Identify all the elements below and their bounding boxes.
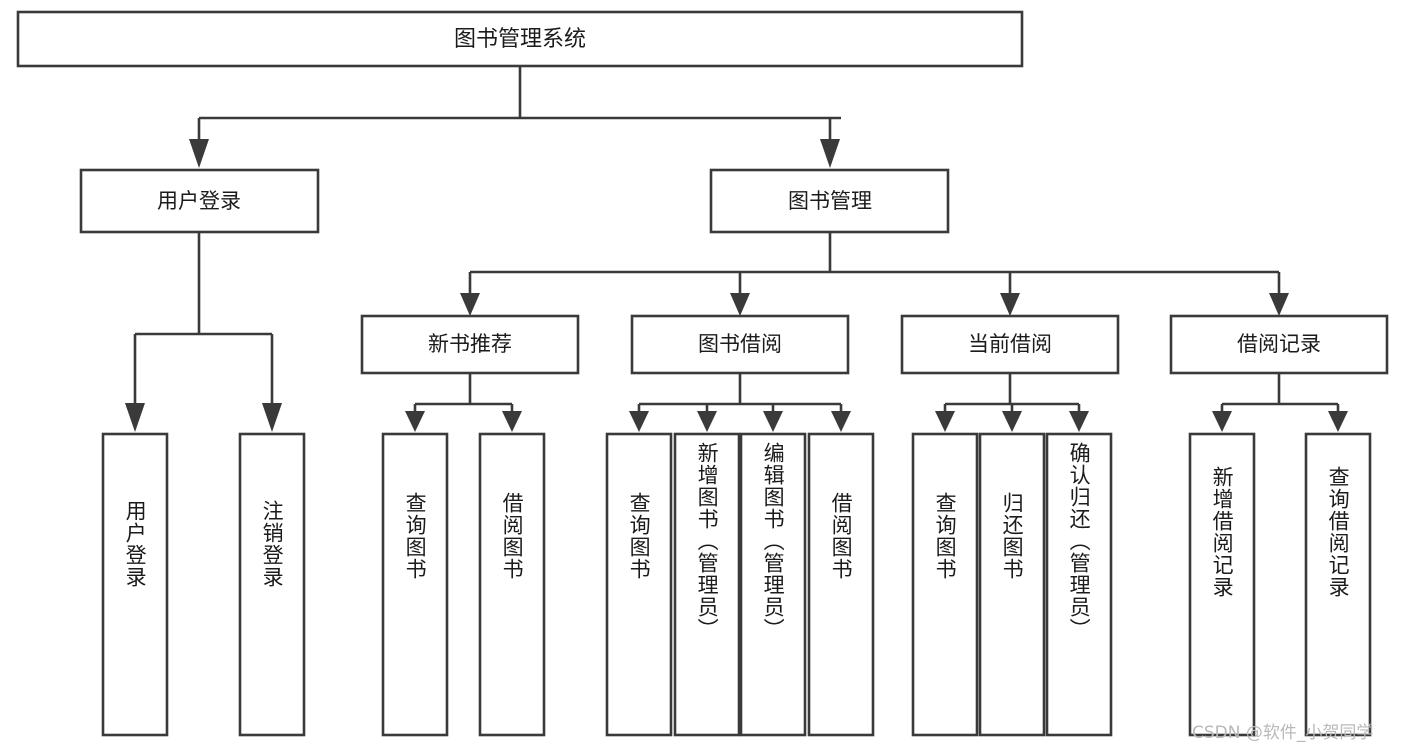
node-book-borrow-label: 图书借阅: [698, 332, 782, 356]
node-borrow-record[interactable]: 借阅记录: [1169, 314, 1389, 375]
arrow-head-bb-leaf-2: [697, 411, 717, 432]
leaf-boxes-new-book-recommend: [381, 432, 546, 737]
arrow-head-ul-leaf-1: [125, 403, 145, 432]
node-new-book-recommend-box[interactable]: [360, 314, 580, 375]
connector-group-new-book: [405, 373, 522, 432]
connector-group-book-mgmt: [460, 232, 1289, 316]
leaf-box-borrow-record-2[interactable]: [1304, 432, 1372, 737]
node-borrow-record-box[interactable]: [1169, 314, 1389, 375]
leaf-boxes-current-borrow: [911, 432, 1113, 737]
node-user-login[interactable]: 用户登录: [79, 168, 320, 234]
node-current-borrow-box[interactable]: [900, 314, 1120, 375]
arrow-head-nb-leaf-1: [405, 411, 425, 432]
leaf-box-current-borrow-2[interactable]: [978, 432, 1046, 737]
arrow-head-new-book: [460, 293, 480, 316]
arrow-head-br-leaf-2: [1328, 411, 1348, 432]
arrow-head-br-leaf-1: [1212, 411, 1232, 432]
leaf-box-user-login-2[interactable]: [238, 432, 306, 737]
arrow-head-borrow-record: [1269, 293, 1289, 316]
node-book-management[interactable]: 图书管理: [709, 168, 950, 234]
arrow-head-user-login: [189, 139, 209, 168]
leaf-box-new-book-2[interactable]: [478, 432, 546, 737]
arrow-head-bb-leaf-4: [831, 411, 851, 432]
leaf-box-borrow-record-1[interactable]: [1188, 432, 1256, 737]
arrow-head-cb-leaf-2: [1002, 411, 1022, 432]
arrow-head-bb-leaf-3: [763, 411, 783, 432]
leaf-box-book-borrow-1[interactable]: [605, 432, 673, 737]
arrow-head-book-borrow: [730, 293, 750, 316]
connector-group-book-borrow: [629, 373, 851, 432]
leaf-boxes-book-borrow: [605, 432, 875, 737]
connector-group-root: [189, 66, 841, 168]
node-root-label: 图书管理系统: [454, 27, 586, 52]
node-user-login-label: 用户登录: [157, 189, 241, 213]
leaf-box-book-borrow-3[interactable]: [739, 432, 807, 737]
leaf-box-current-borrow-1[interactable]: [911, 432, 979, 737]
arrow-head-ul-leaf-2: [262, 403, 282, 432]
node-root[interactable]: 图书管理系统: [16, 10, 1024, 68]
connector-group-current-borrow: [935, 373, 1089, 432]
node-root-box[interactable]: [16, 10, 1024, 68]
arrow-head-cb-leaf-3: [1069, 411, 1089, 432]
leaf-box-current-borrow-3[interactable]: [1045, 432, 1113, 737]
node-user-login-box[interactable]: [79, 168, 320, 234]
node-book-borrow-box[interactable]: [630, 314, 850, 375]
node-current-borrow[interactable]: 当前借阅: [900, 314, 1120, 375]
leaf-boxes-user-login: [101, 432, 306, 737]
arrow-head-nb-leaf-2: [502, 411, 522, 432]
leaf-box-book-borrow-4[interactable]: [807, 432, 875, 737]
node-new-book-recommend-label: 新书推荐: [428, 332, 512, 356]
node-current-borrow-label: 当前借阅: [968, 332, 1052, 356]
leaf-box-book-borrow-2[interactable]: [673, 432, 741, 737]
node-book-management-box[interactable]: [709, 168, 950, 234]
arrow-head-book-mgmt: [820, 139, 840, 168]
arrow-head-cb-leaf-1: [935, 411, 955, 432]
node-book-management-label: 图书管理: [788, 189, 872, 213]
arrow-head-bb-leaf-1: [629, 411, 649, 432]
connector-group-borrow-record: [1212, 373, 1348, 432]
connector-group-user-login: [125, 232, 282, 432]
leaf-boxes-borrow-record: [1188, 432, 1372, 737]
node-borrow-record-label: 借阅记录: [1237, 332, 1321, 356]
leaf-box-user-login-1[interactable]: [101, 432, 169, 737]
arrow-head-current-borrow: [1000, 293, 1020, 316]
node-book-borrow[interactable]: 图书借阅: [630, 314, 850, 375]
node-new-book-recommend[interactable]: 新书推荐: [360, 314, 580, 375]
leaf-box-new-book-1[interactable]: [381, 432, 449, 737]
